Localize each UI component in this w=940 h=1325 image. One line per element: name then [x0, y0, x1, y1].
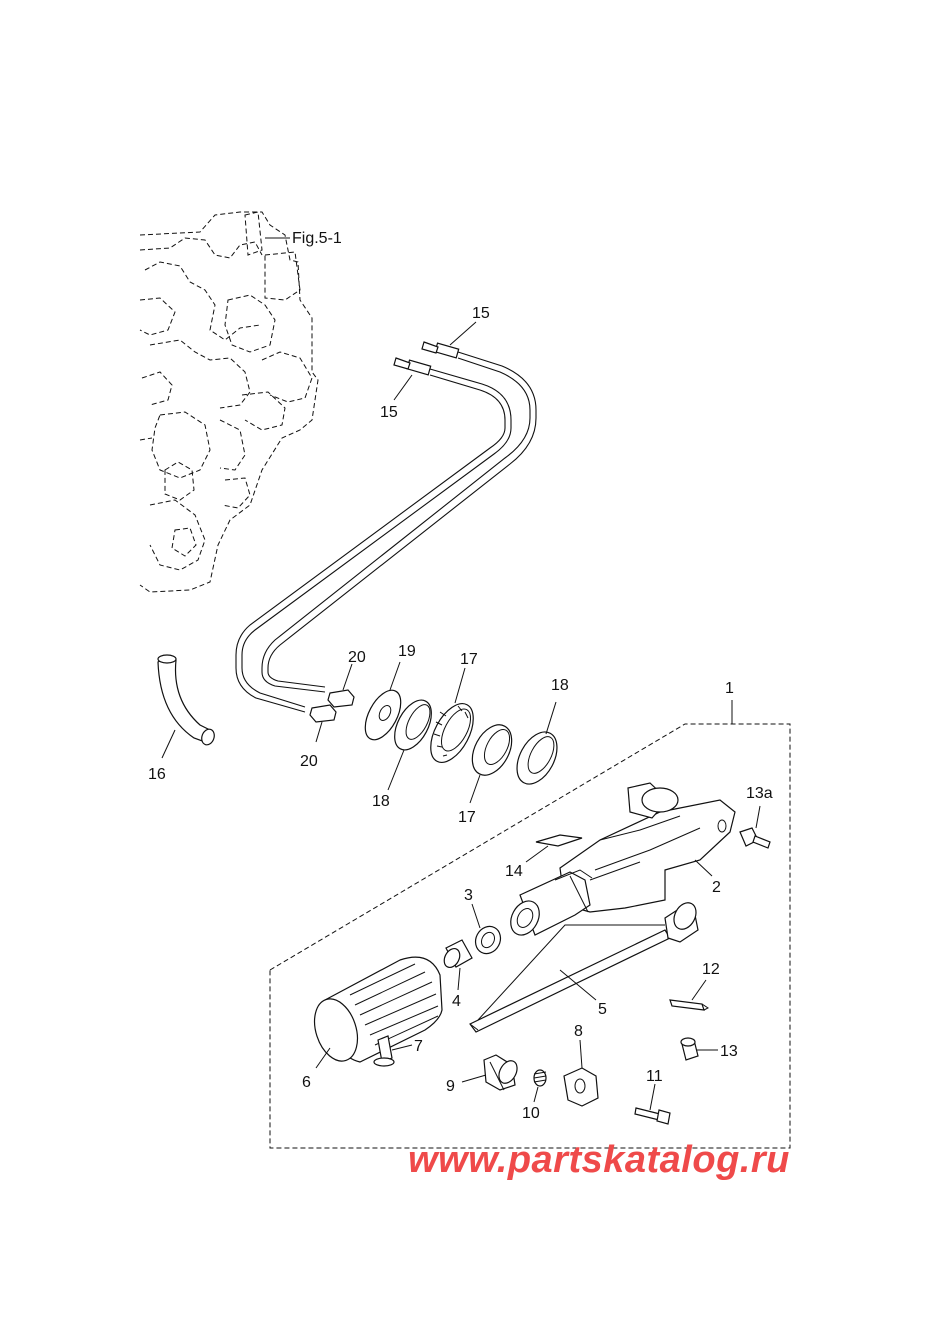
callout-11: 11	[646, 1068, 663, 1085]
throttle-shaft-5	[469, 902, 699, 1033]
leader-2	[694, 859, 713, 877]
callout-18-lower: 18	[372, 793, 390, 810]
callout-1: 1	[725, 680, 734, 697]
callout-8: 8	[574, 1023, 583, 1040]
throttle-grip-6	[313, 956, 443, 1063]
leader-11	[649, 1083, 656, 1111]
leader-5	[559, 969, 597, 1001]
callout-20-lower: 20	[300, 753, 318, 770]
leader-13a	[755, 805, 761, 829]
callout-20-upper: 20	[348, 649, 366, 666]
callout-13: 13	[720, 1043, 738, 1060]
grommet-18-left	[394, 699, 432, 751]
assembly-1-boundary	[269, 723, 791, 1149]
leader-19	[389, 661, 401, 691]
callout-15-upper: 15	[472, 305, 490, 322]
callout-13a: 13a	[746, 785, 773, 802]
leader-17a	[454, 667, 466, 704]
leader-15a	[449, 321, 477, 346]
callout-2: 2	[712, 879, 721, 896]
leader-18b	[387, 749, 405, 791]
callout-7: 7	[414, 1038, 423, 1055]
callout-17-upper: 17	[460, 651, 478, 668]
clamp-20	[309, 689, 355, 723]
leader-12	[691, 979, 707, 1001]
callout-6: 6	[302, 1074, 311, 1091]
nut-17-upper	[430, 703, 474, 763]
spring-10	[533, 1069, 547, 1087]
leader-14	[525, 845, 549, 863]
callout-19: 19	[398, 643, 416, 660]
label-14	[535, 834, 583, 847]
leader-6	[315, 1047, 331, 1069]
callout-4: 4	[452, 993, 461, 1010]
grommet-18-right	[516, 731, 558, 785]
leader-4	[457, 967, 461, 991]
leader-18a	[545, 701, 557, 735]
callout-16: 16	[148, 766, 166, 783]
callout-15-lower: 15	[380, 404, 398, 421]
cap-13	[680, 1037, 699, 1061]
leader-20b	[315, 721, 323, 743]
grommet-plate-19	[364, 689, 402, 741]
leader-3	[471, 903, 481, 929]
engine-block-reference	[139, 211, 319, 593]
hose-16	[157, 654, 215, 746]
callout-12: 12	[702, 961, 720, 978]
callout-5: 5	[598, 1001, 607, 1018]
leader-7	[391, 1044, 413, 1051]
tiller-arm-2	[510, 782, 736, 936]
bushing-4	[443, 939, 473, 969]
nut-17-lower	[471, 724, 513, 776]
friction-plate-9	[483, 1054, 518, 1091]
leader-10	[533, 1086, 539, 1103]
callout-3: 3	[464, 887, 473, 904]
leader-20a	[342, 663, 353, 691]
leader-8	[579, 1039, 583, 1069]
washer-3	[474, 925, 502, 955]
pin-12	[669, 999, 709, 1011]
screw-13a	[739, 827, 771, 849]
callout-18-upper: 18	[551, 677, 569, 694]
callout-17-lower: 17	[458, 809, 476, 826]
callout-10: 10	[522, 1105, 540, 1122]
screw-7	[373, 1035, 395, 1067]
cable-assembly	[235, 341, 537, 713]
leader-5-bracket	[477, 924, 665, 1021]
bolt-11	[634, 1107, 671, 1125]
leader-9	[461, 1074, 487, 1083]
callout-9: 9	[446, 1078, 455, 1095]
figure-reference: Fig.5-1	[292, 230, 342, 247]
leader-17b	[469, 774, 481, 804]
watermark: www.partskatalog.ru	[408, 1139, 790, 1181]
leader-16	[161, 729, 176, 759]
leader-15b	[393, 374, 413, 401]
callout-14: 14	[505, 863, 523, 880]
bracket-8	[563, 1067, 599, 1107]
